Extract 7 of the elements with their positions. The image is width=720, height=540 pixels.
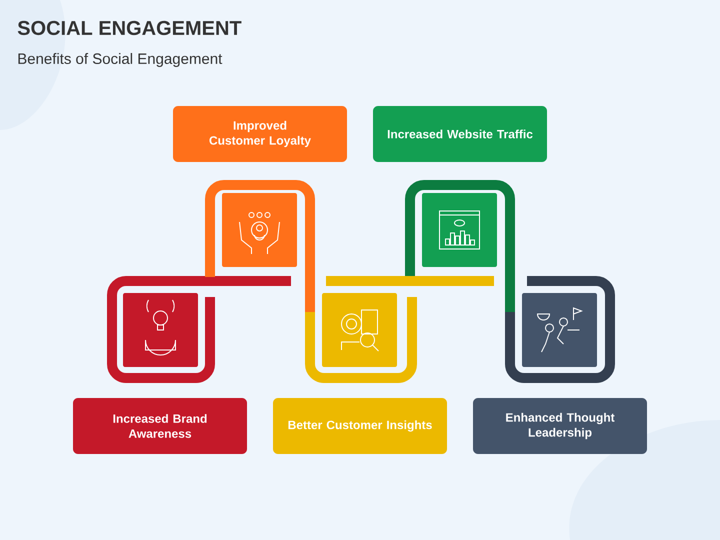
- subtitle: Benefits of Social Engagement: [18, 53, 222, 67]
- title: SOCIAL ENGAGEMENT: [18, 20, 242, 36]
- benefit-box: Enhanced Thought Leadership: [473, 398, 647, 454]
- benefit-box: Increased Brand Awareness: [73, 398, 247, 454]
- benefit-box: Increased Website Traffic: [373, 106, 547, 162]
- benefit-box: Better Customer Insights: [273, 398, 447, 454]
- benefit-box: Improved Customer Loyalty: [173, 106, 347, 162]
